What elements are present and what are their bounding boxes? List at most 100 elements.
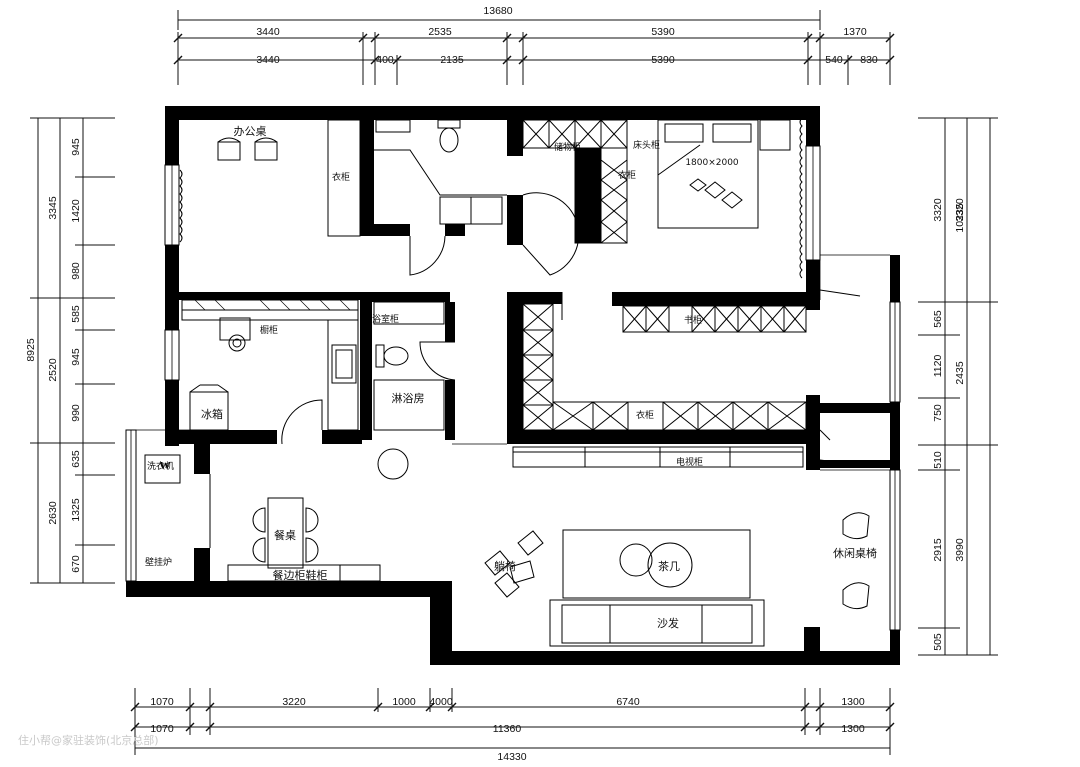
- washer-label: 洗衣机: [147, 460, 174, 472]
- top-dim: 5390: [651, 54, 675, 66]
- fridge-icon: [189, 384, 229, 431]
- storage-cabinet-label: 储物柜: [554, 141, 581, 153]
- bed-head-label: 床头柜: [633, 139, 660, 151]
- bookcase-label: 书柜: [684, 314, 702, 326]
- sideboard: [227, 564, 381, 582]
- lounge-chair-label: 躺椅: [494, 559, 516, 573]
- curtain-bedroom: [799, 117, 803, 279]
- hall-wardrobe-bottom: [552, 401, 807, 431]
- top-dim: 2535: [428, 26, 452, 38]
- kitchen-hatch: [194, 299, 351, 311]
- leisure-chair-label: 休闲桌椅: [833, 546, 877, 560]
- rug: [562, 529, 751, 599]
- left-dim: 635: [70, 450, 82, 468]
- right-dim: 510: [932, 451, 944, 469]
- washer-box: [144, 454, 181, 484]
- bottom-dim: 1070: [150, 696, 174, 708]
- bed-side-table: [759, 119, 791, 151]
- top-dimension-lines: [177, 10, 891, 85]
- coffee-table: [619, 542, 693, 588]
- left-dimension-lines: [30, 117, 115, 584]
- bottom-dim: 1300: [841, 696, 865, 708]
- bed-size-label: 1800×2000: [685, 158, 739, 168]
- bottom-dim: 6740: [616, 696, 640, 708]
- coffee-table-label: 茶几: [658, 560, 680, 573]
- left-dim: 585: [70, 305, 82, 323]
- top-dim: 1370: [843, 26, 867, 38]
- top-dim: 2135: [440, 54, 464, 66]
- sideboard-label: 餐边柜鞋柜: [273, 568, 328, 582]
- bath-cabinet: [373, 301, 445, 325]
- shower-label: 淋浴房: [392, 392, 425, 405]
- wall-boiler-label: 壁挂炉: [145, 556, 172, 568]
- right-dim: 750: [932, 404, 944, 422]
- watermark-text: 住小帮@家驻装饰(北京总部): [18, 733, 159, 747]
- left-dim: 3345: [47, 196, 59, 220]
- office-desk-chairs: [217, 137, 278, 161]
- dimension-ticks: [130, 33, 895, 732]
- divider-lines: [452, 255, 890, 471]
- bookcase: [622, 305, 807, 333]
- bath-cabinet-label: 浴室柜: [372, 313, 399, 325]
- bottom-total-dim: 14330: [497, 751, 526, 763]
- right-dim: 3320: [954, 198, 966, 222]
- bottom-dim: 1000: [392, 696, 416, 708]
- bottom-dim: 4000: [429, 696, 453, 708]
- left-dim: 670: [70, 555, 82, 573]
- top-dim: 3440: [256, 26, 280, 38]
- left-dim: 945: [70, 348, 82, 366]
- top-dim: 3440: [256, 54, 280, 66]
- dining-table-label: 餐桌: [274, 528, 296, 542]
- right-dim: 3990: [954, 538, 966, 562]
- hall-wardrobe-label: 衣柜: [636, 409, 654, 421]
- hall-wardrobe-left: [522, 303, 554, 431]
- toilet2-icon: [375, 344, 409, 368]
- shower: [373, 379, 445, 431]
- right-dim: 505: [932, 633, 944, 651]
- right-dim: 565: [932, 310, 944, 328]
- fridge-label: 冰箱: [201, 407, 223, 421]
- left-total-dim: 8925: [25, 338, 37, 362]
- top-total-dim: 13680: [483, 5, 512, 17]
- sofa-label: 沙发: [657, 616, 679, 630]
- office-wardrobe: [327, 119, 361, 237]
- pendant-lamp-icon: [377, 448, 409, 480]
- office-wardrobe-label: 衣柜: [332, 171, 350, 183]
- bottom-dim: 1300: [841, 723, 865, 735]
- lounge-chair: [484, 530, 544, 598]
- sofa: [549, 599, 765, 647]
- curtain-office: [179, 169, 183, 243]
- tv-cabinet-label: 电视柜: [676, 456, 703, 468]
- bottom-dim: 1070: [150, 723, 174, 735]
- bottom-dim: 3220: [282, 696, 306, 708]
- right-dim: 1120: [932, 355, 944, 378]
- top-dim: 830: [860, 54, 878, 66]
- right-dim: 2915: [932, 538, 944, 562]
- tv-cabinet: [512, 446, 804, 468]
- stove-icon: [219, 317, 251, 352]
- master-wardrobe-label: 衣柜: [618, 169, 636, 181]
- right-dimension-lines: [918, 117, 998, 656]
- left-dim: 980: [70, 262, 82, 280]
- dining-table-chairs: [252, 497, 319, 569]
- right-total-dim: 10235: [954, 203, 966, 232]
- wardrobe-wall: [575, 148, 601, 243]
- office-desk-label: 办公桌: [234, 125, 267, 138]
- left-dim: 1325: [70, 498, 82, 522]
- toilet-room-fixtures: [374, 119, 507, 225]
- top-dim: 5390: [651, 26, 675, 38]
- leisure-chairs: [842, 512, 870, 610]
- washer-icon: W: [160, 460, 171, 472]
- toilet-icon: [437, 119, 461, 153]
- window-lines: [126, 146, 896, 630]
- top-dim: 540: [825, 54, 843, 66]
- bed: [657, 119, 759, 229]
- sink-icon: [331, 344, 357, 384]
- kitchen-cabinet-label: 橱柜: [260, 324, 278, 336]
- left-dim: 2630: [47, 501, 59, 525]
- top-dim: 400: [376, 54, 394, 66]
- storage-cabinet: [522, 119, 628, 149]
- right-dim: 2435: [954, 361, 966, 385]
- left-dim: 1420: [70, 199, 82, 223]
